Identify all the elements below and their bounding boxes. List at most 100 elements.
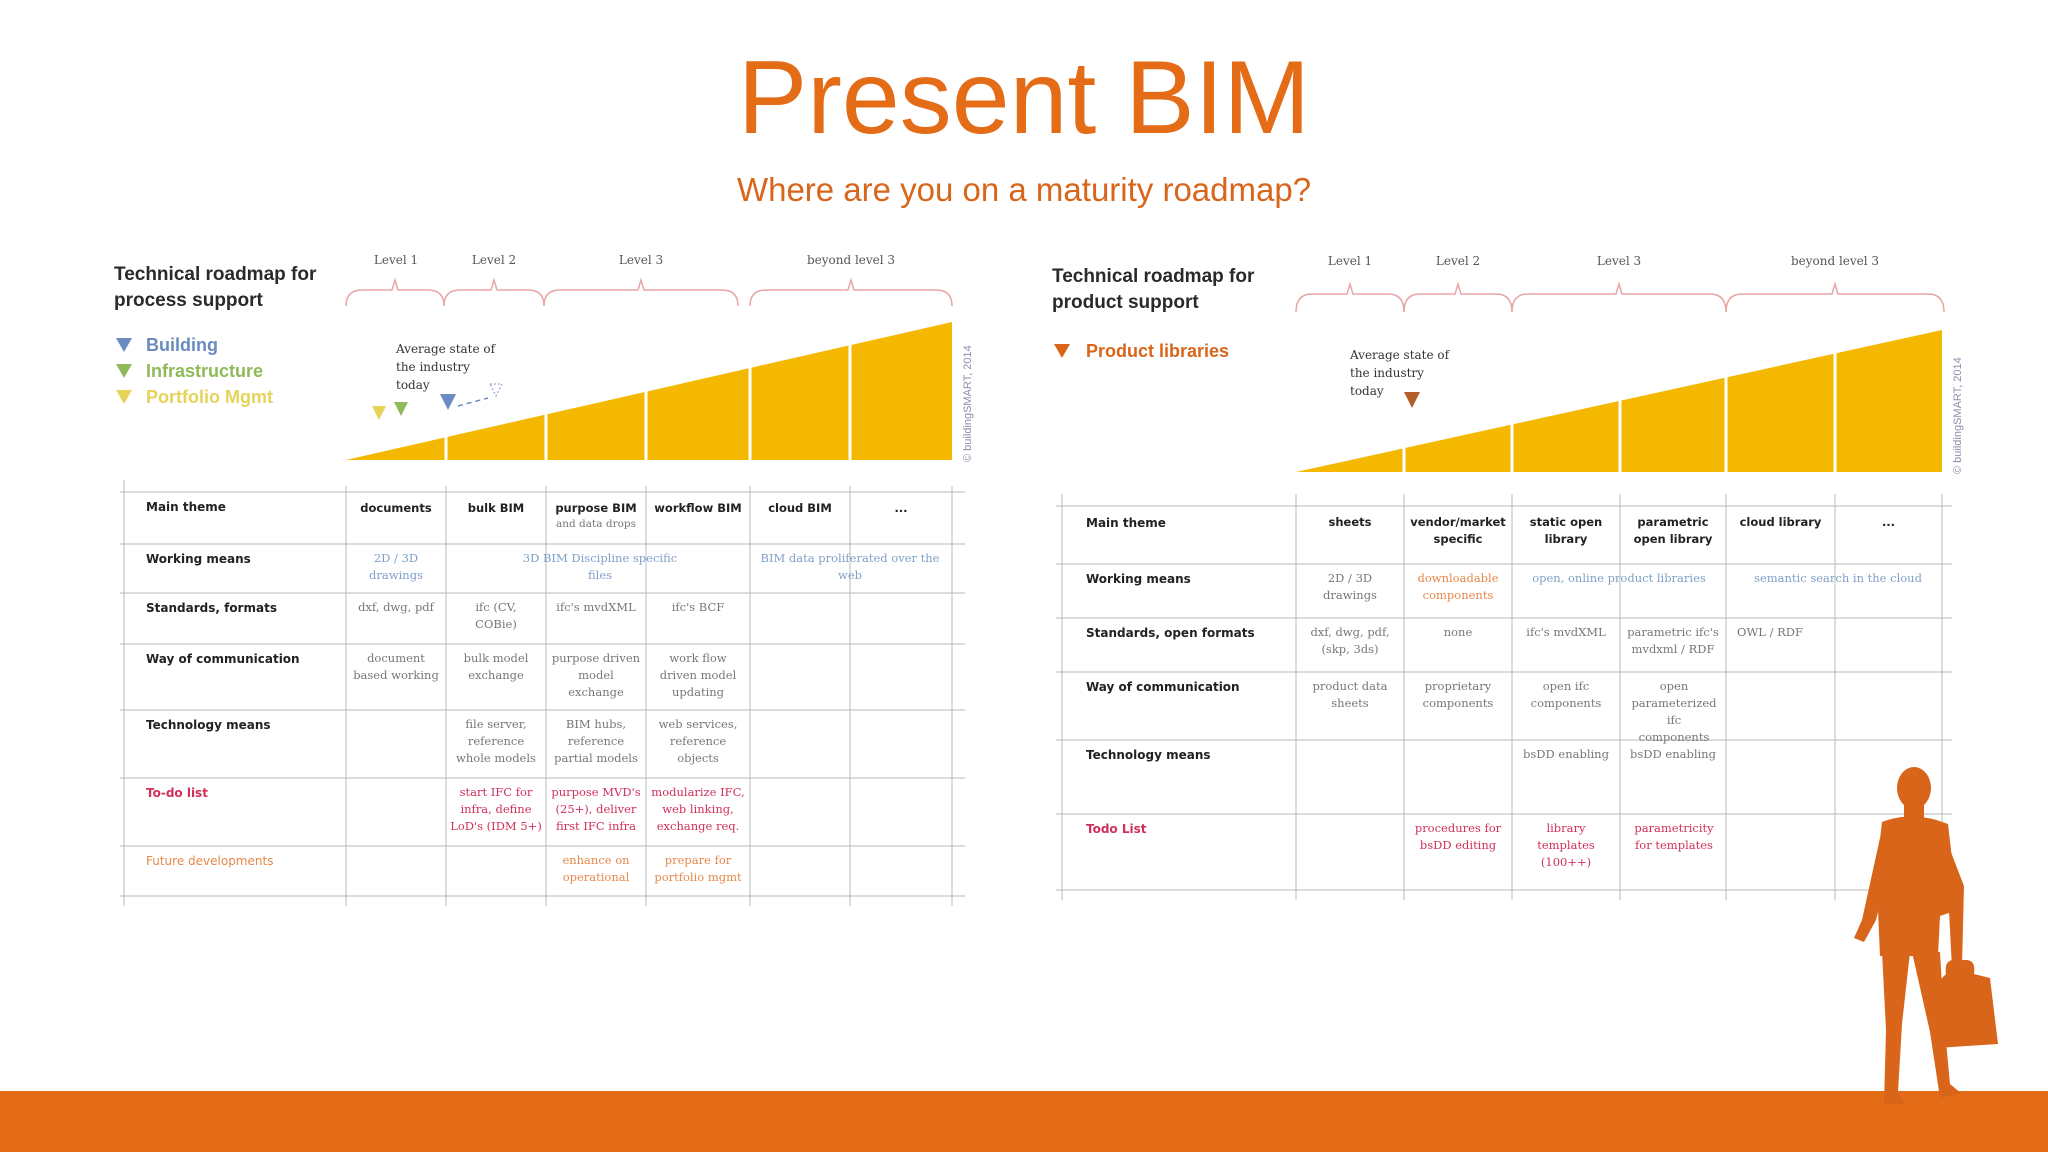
slide-title: Present BIM <box>737 40 1311 156</box>
row-label-working-means: Working means <box>146 552 251 566</box>
product-marker-icon <box>1404 392 1420 408</box>
cell-standards-5: OWL / RDF <box>1737 625 1803 639</box>
cell-working-2: 3D BIM Discipline specific files <box>522 551 678 582</box>
row-label-standards: Standards, formats <box>146 601 277 615</box>
product-roadmap-panel: Technical roadmap for product support Pr… <box>1040 250 1980 910</box>
legend-infrastructure: Infrastructure <box>146 361 264 381</box>
process-table-grid <box>120 480 965 906</box>
cell-standards-3: ifc's mvdXML <box>1526 625 1606 639</box>
column-purpose-bim-sub: and data drops <box>555 518 637 530</box>
row-label-communication: Way of communication <box>1086 680 1240 694</box>
building-legend-icon <box>116 338 132 352</box>
row-label-main-theme: Main theme <box>146 500 226 514</box>
cell-standards-1: dxf, dwg, pdf <box>358 600 434 614</box>
cell-working-3: open, online product libraries <box>1532 571 1706 585</box>
legend-portfolio: Portfolio Mgmt <box>146 387 273 407</box>
column-static-open-library: static open library <box>1529 515 1603 546</box>
row-label-main-theme: Main theme <box>1086 516 1166 530</box>
copyright-note: © buildingSMART, 2014 <box>1952 357 1964 474</box>
level-2-label: Level 2 <box>1435 254 1481 268</box>
cell-communication-3: open ifc components <box>1530 679 1602 710</box>
column-sheets: sheets <box>1328 515 1372 529</box>
cell-standards-1: dxf, dwg, pdf, (skp, 3ds) <box>1310 625 1390 656</box>
legend-building: Building <box>146 335 218 355</box>
target-marker-icon <box>489 383 503 398</box>
row-label-todo: Todo List <box>1086 822 1147 836</box>
column-bulk-bim: bulk BIM <box>467 501 525 515</box>
cell-standards-3: ifc's mvdXML <box>556 600 636 614</box>
level-3-label: Level 3 <box>618 253 664 267</box>
level-braces <box>1295 281 1945 313</box>
column-workflow-bim: workflow BIM <box>654 501 742 515</box>
cell-standards-2: none <box>1443 625 1473 639</box>
level-1-label: Level 1 <box>1327 254 1373 268</box>
column-ellipsis: ... <box>1881 515 1896 529</box>
cell-future-2: prepare for portfolio mgmt <box>654 853 742 884</box>
building-marker-icon <box>440 394 456 410</box>
cell-communication-3: purpose driven model exchange <box>551 651 641 699</box>
row-label-technology: Technology means <box>1086 748 1211 762</box>
row-label-communication: Way of communication <box>146 652 300 666</box>
column-documents: documents <box>360 501 432 515</box>
cell-working-1: 2D / 3D drawings <box>1323 571 1377 602</box>
infrastructure-legend-icon <box>116 364 132 378</box>
cell-communication-4: work flow driven model updating <box>659 651 737 699</box>
cell-technology-2: BIM hubs, reference partial models <box>554 717 638 765</box>
cell-technology-2: bsDD enabling <box>1630 747 1716 761</box>
column-purpose-bim: purpose BIM <box>555 501 637 515</box>
cell-working-3: BIM data proliferated over the web <box>760 551 940 582</box>
row-label-todo: To-do list <box>146 786 208 800</box>
cell-communication-1: product data sheets <box>1312 679 1388 710</box>
cell-todo-2: library templates (100++) <box>1537 821 1595 869</box>
row-label-working-means: Working means <box>1086 572 1191 586</box>
row-label-future: Future developments <box>146 854 274 868</box>
process-roadmap-panel: Technical roadmap for process support Bu… <box>110 250 990 910</box>
row-label-technology: Technology means <box>146 718 271 732</box>
copyright-note: © buildingSMART, 2014 <box>962 345 974 462</box>
row-label-standards: Standards, open formats <box>1086 626 1255 640</box>
slide-subtitle: Where are you on a maturity roadmap? <box>736 171 1312 208</box>
maturity-wedge <box>346 322 952 460</box>
wedge-dividers <box>444 320 852 464</box>
cell-technology-3: web services, reference objects <box>658 717 738 765</box>
column-parametric-open-library: parametric open library <box>1633 515 1713 546</box>
level-braces <box>345 277 953 307</box>
cell-todo-3: modularize IFC, web linking, exchange re… <box>651 785 745 833</box>
cell-working-2: downloadable components <box>1417 571 1499 602</box>
walking-businessman-icon <box>1854 767 1998 1104</box>
cell-communication-4: open parameterized ifc components <box>1631 679 1717 744</box>
cell-technology-1: bsDD enabling <box>1523 747 1609 761</box>
cell-working-1: 2D / 3D drawings <box>369 551 423 582</box>
cell-future-1: enhance on operational <box>562 853 630 884</box>
average-state-note: Average state of the industry today <box>1350 348 1450 398</box>
cell-todo-3: parametricity for templates <box>1634 821 1714 852</box>
level-1-label: Level 1 <box>373 253 419 267</box>
process-roadmap-title: Technical roadmap for process support <box>114 264 317 311</box>
beyond-level-3-label: beyond level 3 <box>806 253 896 267</box>
footer-bar <box>0 1091 2048 1152</box>
cell-working-4: semantic search in the cloud <box>1754 571 1922 585</box>
cell-todo-1: start IFC for infra, define LoD's (IDM 5… <box>450 785 542 833</box>
cell-todo-1: procedures for bsDD editing <box>1414 821 1502 852</box>
infrastructure-marker-icon <box>394 402 408 416</box>
cell-communication-1: document based working <box>353 651 439 682</box>
process-roadmap-graphics <box>116 277 965 906</box>
legend-product-libraries: Product libraries <box>1086 341 1230 361</box>
portfolio-legend-icon <box>116 390 132 404</box>
column-cloud-library: cloud library <box>1739 515 1822 529</box>
column-vendor-specific: vendor/market specific <box>1410 515 1506 546</box>
level-3-label: Level 3 <box>1596 254 1642 268</box>
product-roadmap-title: Technical roadmap for product support <box>1052 266 1255 313</box>
level-2-label: Level 2 <box>471 253 517 267</box>
cell-standards-4: parametric ifc's mvdxml / RDF <box>1627 625 1719 656</box>
cell-communication-2: bulk model exchange <box>463 651 529 682</box>
cell-communication-2: proprietary components <box>1422 679 1494 710</box>
cell-standards-2: ifc (CV, COBie) <box>475 600 517 631</box>
portfolio-marker-icon <box>372 406 386 420</box>
average-state-note: Average state of the industry today <box>396 342 496 392</box>
column-ellipsis: ... <box>894 501 908 515</box>
progress-dash <box>457 397 489 407</box>
product-legend-icon <box>1054 344 1070 358</box>
column-cloud-bim: cloud BIM <box>768 501 832 515</box>
cell-technology-1: file server, reference whole models <box>456 717 536 765</box>
